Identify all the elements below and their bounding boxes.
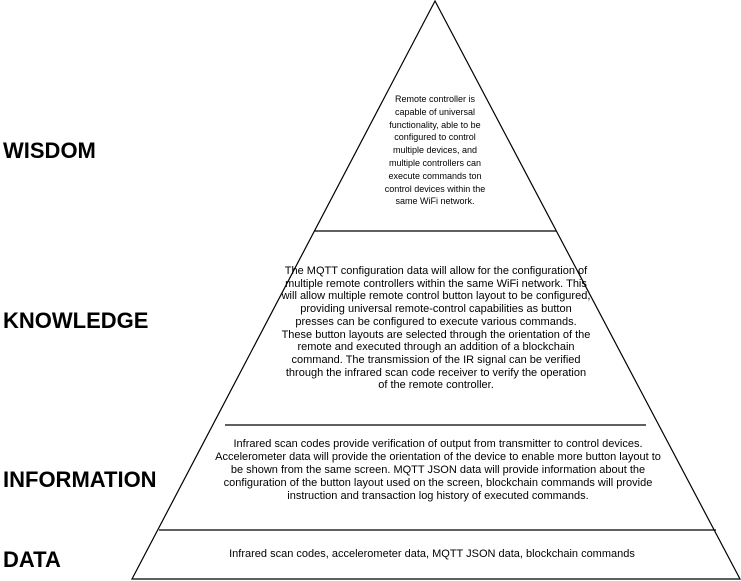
level-label-information: INFORMATION: [3, 467, 157, 492]
data-tier-description: Infrared scan codes, accelerometer data,…: [229, 548, 635, 560]
level-label-knowledge: KNOWLEDGE: [3, 308, 149, 333]
information-tier-description: Infrared scan codes provide verification…: [215, 438, 661, 503]
knowledge-tier-description: The MQTT configuration data will allow f…: [281, 265, 591, 392]
level-label-wisdom: WISDOM: [3, 138, 96, 163]
pyramid-outline: [131, 0, 741, 580]
wisdom-tier-description: Remote controller is capable of universa…: [384, 94, 486, 207]
level-label-data: DATA: [3, 547, 61, 572]
